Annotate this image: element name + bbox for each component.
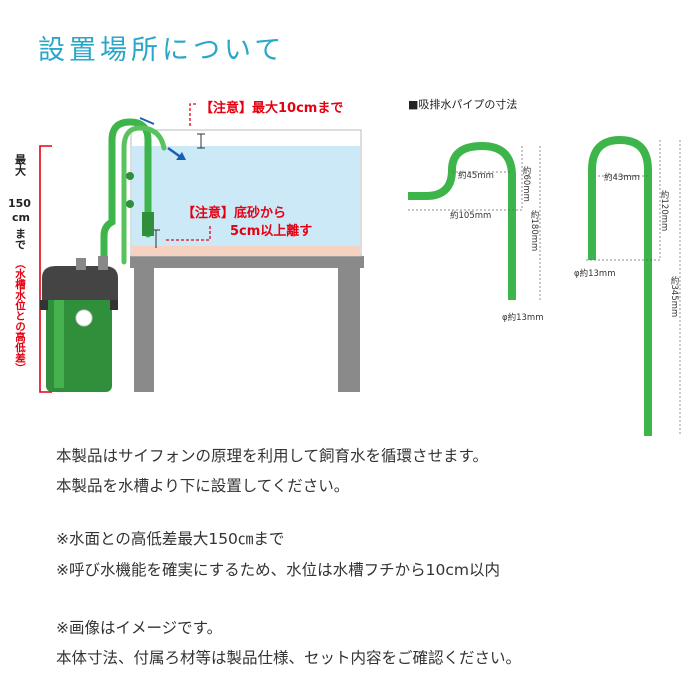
caution-mid-2: 5cm以上離す (230, 223, 312, 239)
dim-top (197, 133, 205, 149)
text-line-2: 本製品を水槽より下に設置してください。 (56, 477, 350, 495)
pipe-2-d2: 約120mm (659, 189, 669, 231)
filter-valve (98, 256, 108, 270)
text-line-1: 本製品はサイフォンの原理を利用して飼育水を循環させます。 (56, 447, 488, 465)
pipe-2-d4: 約345mm (669, 275, 679, 317)
pipe-1-d3: 約105mm (450, 210, 491, 221)
stand-top (130, 256, 364, 268)
pipe-dimensions: ■吸排水パイプの寸法 約45mm 約60mm 約105mm 約180mm φ約1… (408, 97, 681, 436)
tank-sand (132, 246, 360, 256)
filter-highlight (54, 292, 64, 388)
pipe-1-d1: 約45mm (458, 170, 494, 181)
text-line-3: ※水面との高低差最大150㎝まで (56, 530, 285, 548)
filter-clip (110, 300, 118, 310)
text-line-5: ※画像はイメージです。 (56, 619, 223, 637)
flow-arrow-head (176, 152, 186, 160)
filter-knob (75, 309, 93, 327)
vertical-cm: cm (12, 211, 30, 224)
pipe-2-d3: φ約13mm (574, 268, 615, 279)
vertical-made: まで (14, 228, 27, 250)
flow-arrow-top (139, 117, 155, 125)
tank-water (132, 146, 360, 246)
vertical-note: （水槽水位との高低差） (14, 258, 26, 374)
caution-mid-1: 【注意】底砂から (182, 205, 286, 221)
text-line-4: ※呼び水機能を確実にするため、水位は水槽フチから10cm以内 (56, 561, 500, 579)
page-title: 設置場所について (38, 35, 286, 66)
outflow-pipe (121, 125, 167, 265)
pipe-1-d2: 約60mm (521, 165, 531, 201)
aquarium-illustration: 最大 150 cm まで （水槽水位との高低差） 【注意】最大10cmまで 【注… (8, 100, 364, 393)
filter-clip (40, 300, 48, 310)
pipe-2 (588, 135, 652, 436)
strainer (142, 212, 154, 236)
stand-leg-left (134, 268, 154, 392)
pipe-1-dim-lines (408, 146, 541, 300)
vertical-max: 最大 (14, 154, 27, 177)
pipe-heading: ■吸排水パイプの寸法 (408, 97, 517, 111)
pipe-1-d5: φ約13mm (502, 312, 543, 323)
height-bracket (39, 145, 52, 393)
suction-cup (126, 172, 134, 180)
suction-cup (126, 200, 134, 208)
caution-top: 【注意】最大10cmまで (200, 100, 343, 116)
vertical-150: 150 (8, 197, 31, 210)
pipe-1-d4: 約180mm (529, 209, 539, 251)
text-line-6: 本体寸法、付属ろ材等は製品仕様、セット内容をご確認ください。 (56, 649, 522, 667)
filter-valve (76, 258, 86, 270)
pipe-2-d1: 約43mm (604, 172, 640, 183)
caution-top-arrow (189, 103, 196, 126)
pipe-2-dim-lines (586, 140, 681, 436)
pipe-1 (408, 141, 516, 300)
filter-head (42, 266, 118, 300)
stand-leg-right (338, 268, 360, 392)
